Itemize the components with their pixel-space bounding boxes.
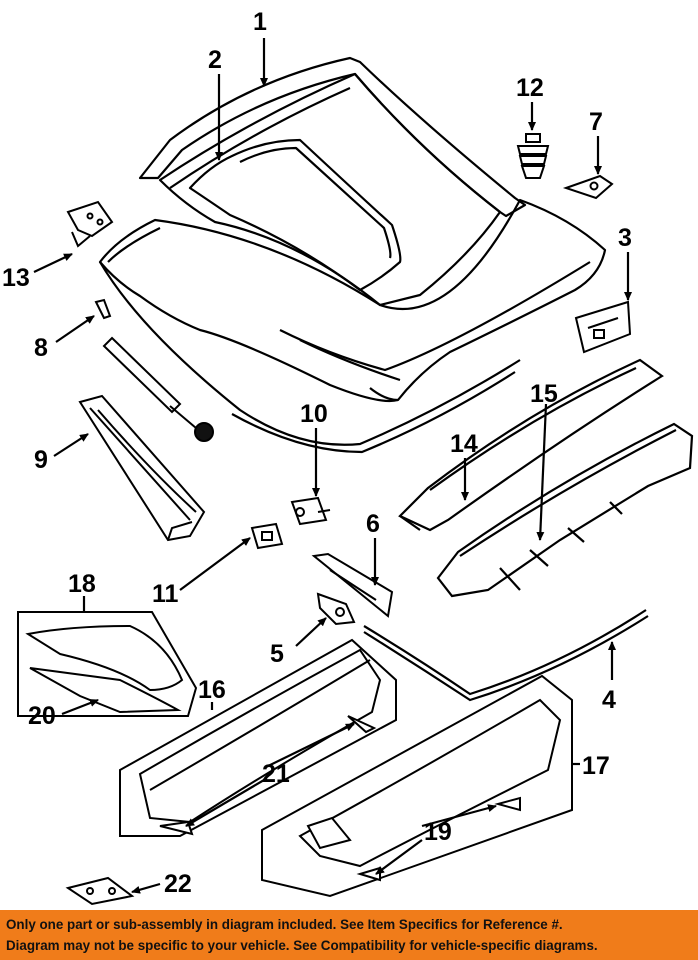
latch-part xyxy=(290,496,331,526)
callout-16: 16 xyxy=(198,676,226,704)
callout-8: 8 xyxy=(34,334,48,362)
callout-19: 19 xyxy=(424,818,452,846)
lock-bracket xyxy=(574,300,632,354)
callout-22: 22 xyxy=(164,870,192,898)
lock-cylinder xyxy=(316,592,356,626)
callout-11: 11 xyxy=(152,580,179,608)
leader-lines xyxy=(33,38,632,894)
license-plate-bracket xyxy=(311,552,394,618)
callout-15: 15 xyxy=(530,380,558,408)
disclaimer-banner: Only one part or sub-assembly in diagram… xyxy=(0,910,698,960)
seal-strip xyxy=(363,609,649,702)
callout-18: 18 xyxy=(68,570,96,598)
callout-3: 3 xyxy=(618,224,632,252)
callout-6: 6 xyxy=(366,510,380,538)
spoiler-kit-box-17 xyxy=(261,674,573,898)
callout-numbers: 1 2 3 4 5 6 7 8 9 10 11 12 13 14 15 16 1… xyxy=(2,8,632,898)
striker-part xyxy=(250,522,284,550)
disclaimer-line-1: Only one part or sub-assembly in diagram… xyxy=(6,917,563,932)
callout-13: 13 xyxy=(2,264,30,292)
callout-4: 4 xyxy=(602,686,616,714)
parts-diagram: 1 2 3 4 5 6 7 8 9 10 11 12 13 14 15 16 1… xyxy=(2,8,694,906)
callout-21: 21 xyxy=(262,760,290,788)
callout-7: 7 xyxy=(589,108,603,136)
callout-1: 1 xyxy=(253,8,267,36)
spoiler-kit-box-18 xyxy=(17,611,198,717)
callout-5: 5 xyxy=(270,640,284,668)
spoiler-bracket xyxy=(65,876,135,906)
hatch-lid-assembly xyxy=(98,56,607,454)
spoiler-main xyxy=(436,422,694,598)
callout-20: 20 xyxy=(28,702,56,730)
bumper-stop xyxy=(516,133,550,179)
bracket-part xyxy=(562,174,614,200)
callout-14: 14 xyxy=(450,430,478,458)
trim-panel xyxy=(78,394,206,542)
callout-17: 17 xyxy=(582,752,610,780)
lift-support-strut xyxy=(94,298,214,442)
spoiler-kit-box-16 xyxy=(119,638,397,837)
callout-9: 9 xyxy=(34,446,48,474)
disclaimer-line-2: Diagram may not be specific to your vehi… xyxy=(6,938,598,953)
hinge-part xyxy=(66,200,114,248)
callout-12: 12 xyxy=(516,74,544,102)
callout-2: 2 xyxy=(208,46,222,74)
callout-10: 10 xyxy=(300,400,328,428)
